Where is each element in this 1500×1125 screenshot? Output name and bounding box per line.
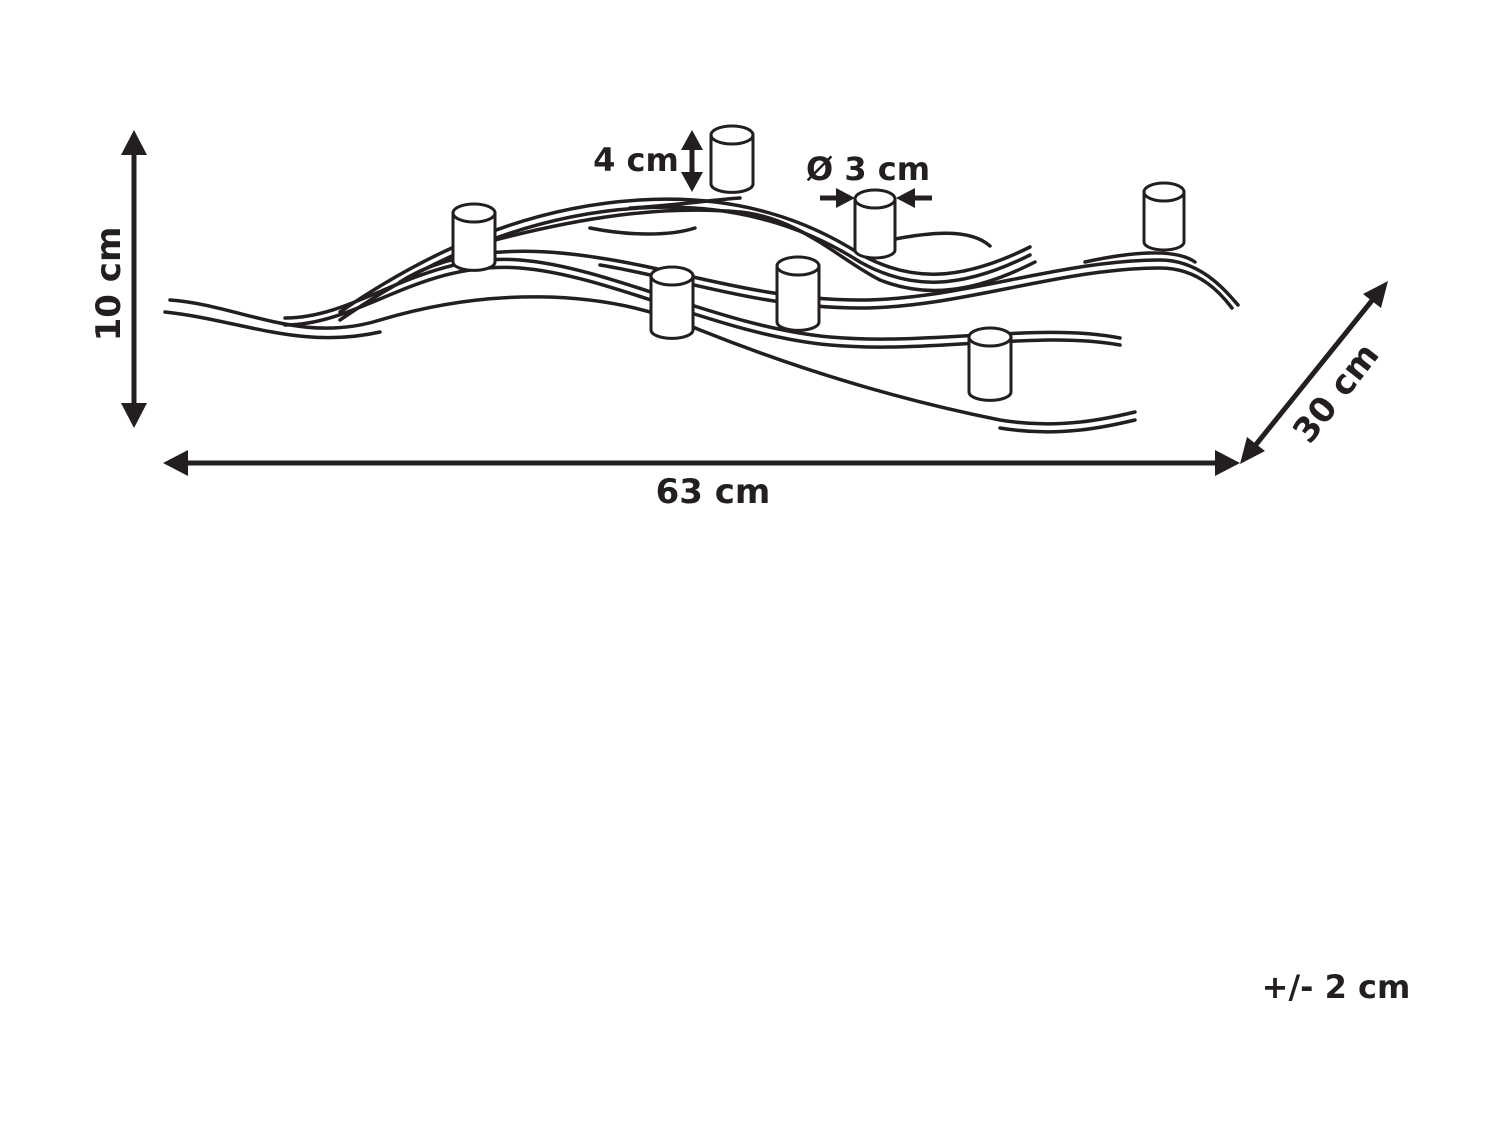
width-dimension: 63 cm — [163, 450, 1240, 512]
arrow-upper-right-icon — [1363, 281, 1388, 308]
depth-dimension-line — [1252, 296, 1376, 449]
arrow-pointing-left-icon — [896, 188, 915, 208]
holder-2 — [709, 124, 755, 194]
height-label: 10 cm — [89, 227, 129, 342]
arrow-left-icon — [163, 450, 188, 476]
holder-height-label: 4 cm — [593, 141, 679, 179]
arrow-right-icon — [1215, 450, 1240, 476]
holder-6 — [775, 255, 821, 332]
holder-height-dimension: 4 cm — [593, 130, 703, 192]
height-dimension: 10 cm — [89, 130, 147, 428]
holder-4 — [1142, 181, 1186, 252]
holder-diameter-dimension: Ø 3 cm — [806, 150, 932, 208]
small-arrow-down-icon — [681, 172, 703, 192]
small-arrow-up-icon — [681, 130, 703, 150]
holder-3 — [853, 188, 897, 260]
holder-7 — [967, 326, 1013, 402]
holder-5 — [649, 265, 695, 340]
depth-label: 30 cm — [1285, 336, 1387, 451]
arrow-pointing-right-icon — [836, 188, 855, 208]
width-label: 63 cm — [656, 472, 771, 512]
branch-4 — [398, 249, 1240, 310]
arrow-down-icon — [121, 403, 147, 428]
branch-5 — [493, 196, 1037, 293]
candle-holder-drawing — [163, 124, 1240, 434]
arrow-up-icon — [121, 130, 147, 155]
depth-dimension: 30 cm — [1240, 281, 1388, 464]
arrow-lower-left-icon — [1240, 437, 1265, 464]
holder-1 — [451, 202, 497, 272]
tolerance-label: +/- 2 cm — [1262, 968, 1411, 1006]
branch-6 — [588, 226, 1197, 264]
holder-diameter-label: Ø 3 cm — [806, 150, 930, 188]
